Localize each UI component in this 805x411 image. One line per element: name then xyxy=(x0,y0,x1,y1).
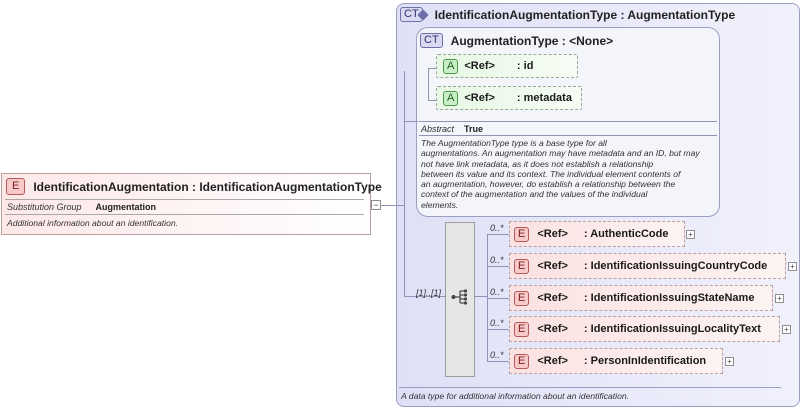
attribute-name: : metadata xyxy=(516,92,572,104)
abstract-value: True xyxy=(464,124,484,134)
element-ref-label: <Ref> xyxy=(537,260,568,272)
children-connector xyxy=(475,296,487,297)
sequence-connector xyxy=(404,296,445,297)
element-ref-issuing-country-code[interactable]: E <Ref> : IdentificationIssuingCountryCo… xyxy=(509,253,786,279)
base-type-documentation: The AugmentationType type is a base type… xyxy=(421,138,719,210)
doc-line: augmentations. An augmentation may have … xyxy=(421,148,700,159)
element-title: IdentificationAugmentation : Identificat… xyxy=(33,179,382,194)
substitution-group-label: Substitution Group xyxy=(7,202,82,212)
children-vertical-connector xyxy=(487,234,488,361)
attribute-connector-id xyxy=(428,68,438,69)
child-occurrence: 0..* xyxy=(490,287,504,297)
type-vertical-connector xyxy=(404,121,405,296)
child-occurrence: 0..* xyxy=(490,350,504,360)
element-documentation: Additional information about an identifi… xyxy=(7,218,179,228)
element-ref-badge: E xyxy=(514,353,530,369)
child-occurrence: 0..* xyxy=(490,318,504,328)
complex-type-badge: CT xyxy=(400,7,423,22)
attribute-ref: <Ref> xyxy=(464,60,495,72)
doc-line: between its value and its context. The i… xyxy=(421,168,681,179)
attribute-id[interactable]: A <Ref> : id xyxy=(436,54,578,78)
expand-button[interactable]: + xyxy=(788,262,797,271)
element-ref-badge: E xyxy=(514,226,530,242)
child-connector xyxy=(487,329,509,330)
sequence-occurrence: [1]..[1] xyxy=(416,288,442,298)
expand-button[interactable]: + xyxy=(775,294,784,303)
substitution-group: Substitution Group Augmentation xyxy=(7,202,156,212)
base-type-badge: CT xyxy=(420,33,443,48)
sequence-icon xyxy=(451,289,468,305)
child-occurrence: 0..* xyxy=(490,255,504,265)
element-ref-name: : IdentificationIssuingCountryCode xyxy=(583,260,768,272)
child-connector xyxy=(487,234,509,235)
substitution-group-value: Augmentation xyxy=(95,202,157,212)
attribute-metadata[interactable]: A <Ref> : metadata xyxy=(436,86,582,110)
element-ref-label: <Ref> xyxy=(537,228,568,240)
expand-button[interactable]: + xyxy=(782,325,791,334)
element-badge: E xyxy=(6,178,26,195)
doc-line: not have link metadata, as it does not e… xyxy=(421,158,654,169)
attribute-connector-metadata xyxy=(428,100,438,101)
child-connector xyxy=(487,266,509,267)
documentation-divider xyxy=(419,135,717,136)
collapse-button[interactable]: − xyxy=(371,200,381,210)
attribute-badge: A xyxy=(443,58,459,74)
element-ref-label: <Ref> xyxy=(537,292,568,304)
child-connector xyxy=(487,361,509,362)
abstract-property: Abstract True xyxy=(421,124,483,134)
child-occurrence: 0..* xyxy=(490,223,504,233)
element-ref-name: : IdentificationIssuingLocalityText xyxy=(583,323,761,335)
type-documentation: A data type for additional information a… xyxy=(401,391,630,401)
element-ref-person-in-identification[interactable]: E <Ref> : PersonInIdentification xyxy=(509,348,723,374)
element-ref-name: : IdentificationIssuingStateName xyxy=(583,292,755,304)
doc-line: an augmentation, however, do establish a… xyxy=(421,179,676,190)
expand-button[interactable]: + xyxy=(686,230,695,239)
element-header: E IdentificationAugmentation : Identific… xyxy=(6,178,382,195)
base-type-header: CT AugmentationType : <None> xyxy=(420,33,613,48)
attribute-name: : id xyxy=(516,60,534,72)
element-ref-label: <Ref> xyxy=(537,355,568,367)
element-ref-issuing-state-name[interactable]: E <Ref> : IdentificationIssuingStateName xyxy=(509,285,773,311)
element-divider xyxy=(5,214,364,215)
element-ref-name: : PersonInIdentification xyxy=(583,355,707,367)
element-ref-badge: E xyxy=(514,258,530,274)
element-to-type-connector xyxy=(381,205,404,206)
outer-type-header: CT IdentificationAugmentationType : Augm… xyxy=(400,7,735,22)
element-divider xyxy=(5,199,364,200)
child-connector xyxy=(487,298,509,299)
element-ref-badge: E xyxy=(514,321,530,337)
element-ref-name: : AuthenticCode xyxy=(583,228,669,240)
doc-line: The AugmentationType type is a base type… xyxy=(421,138,607,148)
element-ref-label: <Ref> xyxy=(537,323,568,335)
attribute-badge: A xyxy=(443,90,459,106)
type-doc-divider xyxy=(399,387,781,388)
element-box[interactable] xyxy=(1,173,371,235)
properties-divider xyxy=(419,121,717,122)
outer-type-title: IdentificationAugmentationType : Augment… xyxy=(434,7,736,22)
element-ref-authentic-code[interactable]: E <Ref> : AuthenticCode xyxy=(509,221,685,247)
doc-line: elements. xyxy=(421,199,459,210)
expand-button[interactable]: + xyxy=(725,357,734,366)
attribute-connector-vertical xyxy=(428,68,429,101)
attribute-connector-stub xyxy=(404,121,418,122)
element-ref-badge: E xyxy=(514,290,530,306)
attribute-ref: <Ref> xyxy=(464,92,495,104)
base-type-title: AugmentationType : <None> xyxy=(450,33,614,48)
doc-line: context of the augmentation and the valu… xyxy=(421,189,648,200)
attribute-connector xyxy=(404,71,405,121)
element-ref-issuing-locality-text[interactable]: E <Ref> : IdentificationIssuingLocalityT… xyxy=(509,316,780,342)
abstract-label: Abstract xyxy=(421,124,455,134)
